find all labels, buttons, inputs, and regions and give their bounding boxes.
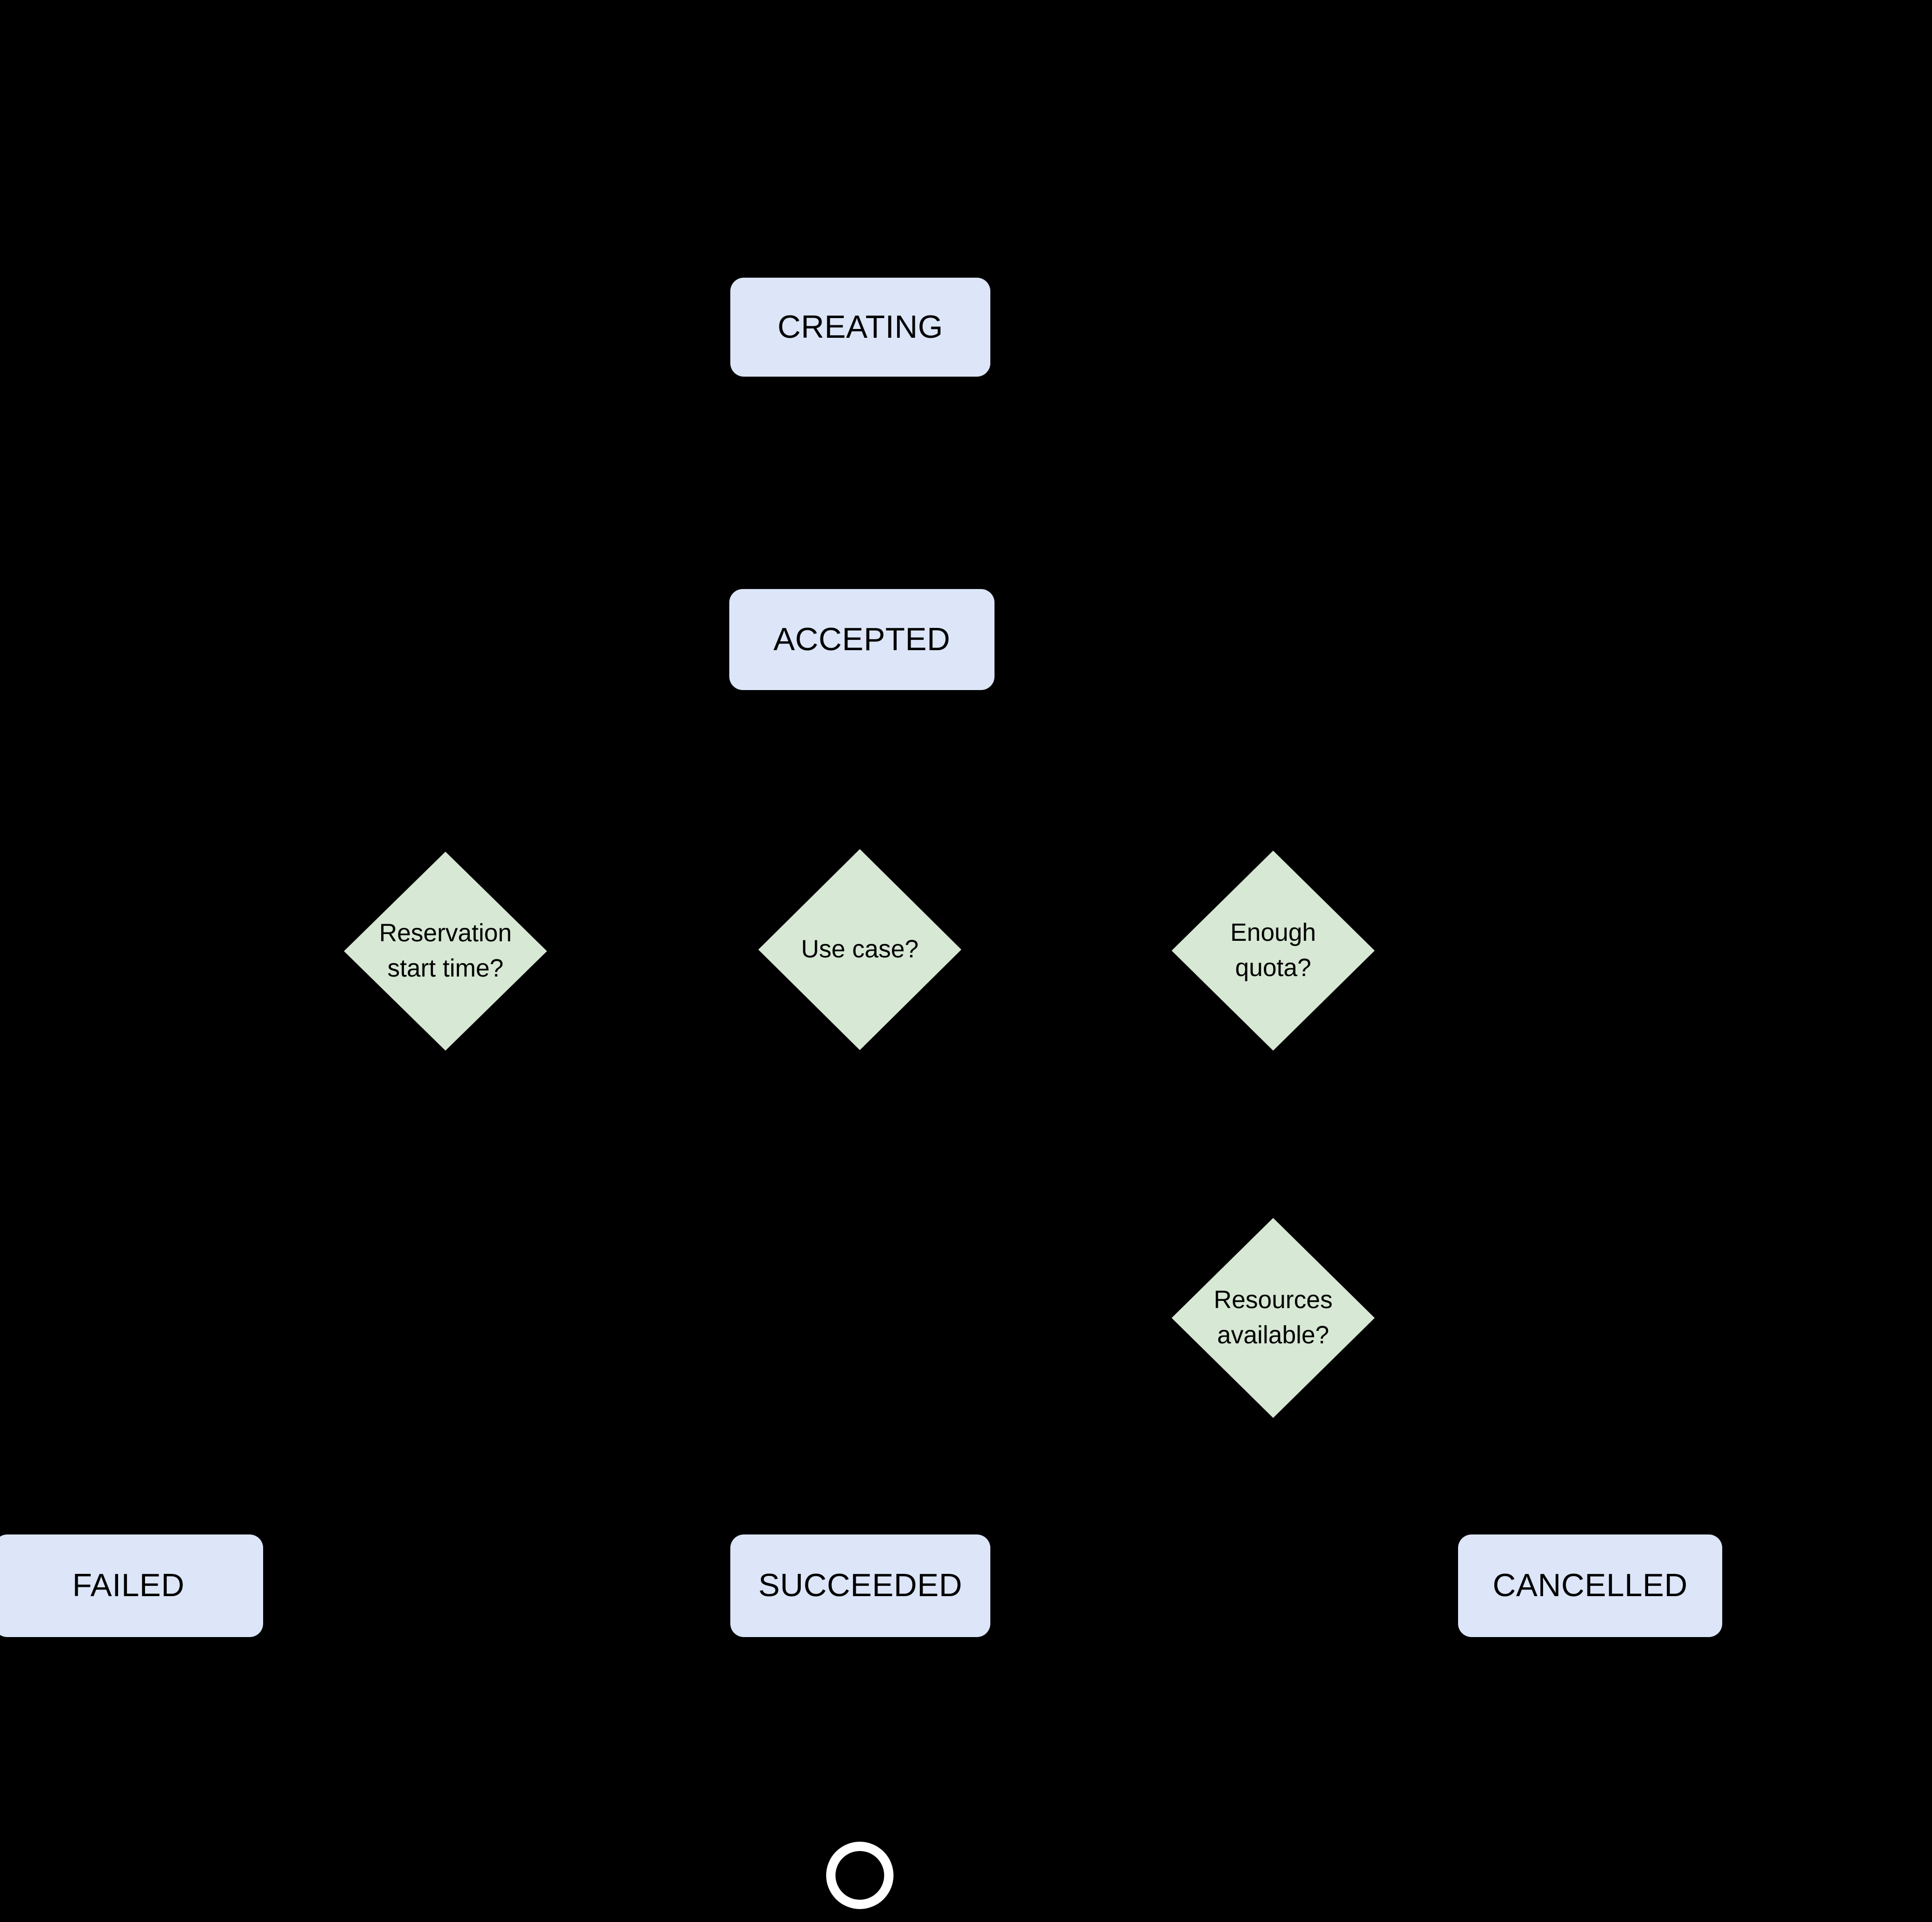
state-node-failed[interactable]: FAILED [0, 1534, 263, 1637]
state-label-failed: FAILED [72, 1568, 185, 1603]
state-node-succeeded[interactable]: SUCCEEDED [730, 1534, 990, 1637]
decision-node-reservation-start-time[interactable]: Reservation start time? [344, 852, 547, 1051]
arrowhead-end [849, 1819, 872, 1842]
decision-label-resources-available: Resources available? [1214, 1286, 1333, 1349]
arrowhead-resources-available [1262, 1195, 1285, 1218]
state-node-accepted[interactable]: ACCEPTED [729, 589, 994, 690]
decision-node-use-case[interactable]: Use case? [758, 849, 961, 1050]
state-label-succeeded: SUCCEEDED [758, 1568, 962, 1603]
decision-node-enough-quota[interactable]: Enough quota? [1172, 851, 1375, 1051]
state-label-accepted: ACCEPTED [773, 621, 950, 657]
arrowhead-succeeded [849, 1512, 872, 1534]
decision-label-use-case: Use case? [801, 935, 919, 963]
arrowhead-enough-quota [1262, 828, 1285, 851]
arrowhead-use-case [849, 827, 872, 850]
decision-node-resources-available[interactable]: Resources available? [1172, 1218, 1375, 1418]
decision-label-enough-quota: Enough quota? [1230, 919, 1316, 982]
edge-reservation-start-time-to-failed [128, 1051, 448, 1537]
edge-accepted-to-reservation-start-time [443, 688, 860, 852]
edge-accepted-to-enough-quota [860, 688, 1275, 851]
state-node-creating[interactable]: CREATING [730, 278, 990, 377]
state-label-creating: CREATING [777, 309, 943, 345]
end-node-circle-icon[interactable] [826, 1842, 893, 1909]
state-label-cancelled: CANCELLED [1492, 1568, 1688, 1603]
arrowhead-reservation-start-time [434, 829, 457, 852]
arrowhead-accepted [849, 566, 872, 589]
state-node-cancelled[interactable]: CANCELLED [1458, 1534, 1722, 1637]
edge-resources-available-to-cancelled [1271, 1418, 1590, 1537]
decision-label-reservation-start-time: Reservation start time? [379, 919, 512, 982]
